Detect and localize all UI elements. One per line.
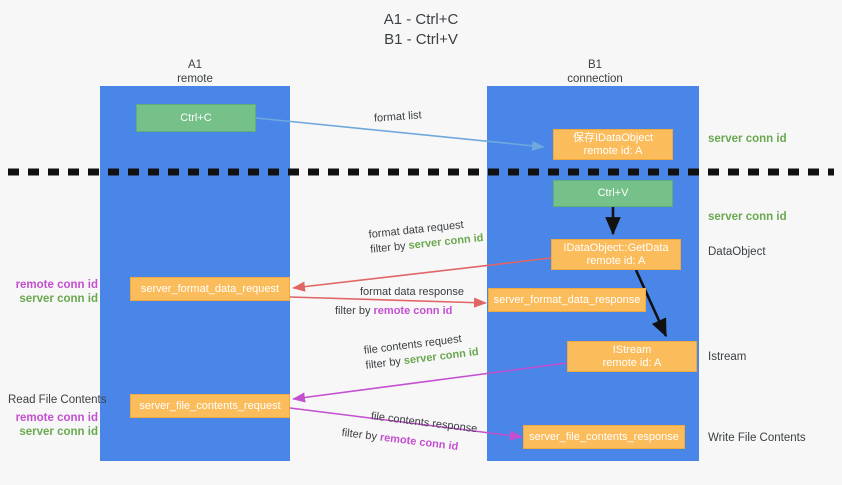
lane-b1-role: connection <box>567 73 623 85</box>
note-server-conn-id-mid: server conn id <box>19 293 98 305</box>
box-save-idataobject-line2: remote id: A <box>583 144 643 157</box>
edge-label-format-data-response-main: format data response <box>360 286 464 298</box>
box-getdata-line1: IDataObject::GetData <box>563 241 669 254</box>
lane-header-a1: A1 remote <box>115 58 275 86</box>
box-ctrl-v[interactable]: Ctrl+V <box>553 180 673 207</box>
box-server-format-data-request[interactable]: server_format_data_request <box>130 277 290 301</box>
title-line-2: B1 - Ctrl+V <box>384 31 458 48</box>
box-save-idataobject-line1: 保存IDataObject <box>572 131 654 144</box>
box-server-format-data-request-label: server_format_data_request <box>140 282 280 295</box>
box-ctrl-v-label: Ctrl+V <box>597 187 629 199</box>
filter-value-remote-conn-id-1: remote conn id <box>373 305 453 317</box>
arrow-file-contents-request <box>292 362 568 403</box>
arrow-getdata-to-istream <box>634 269 668 338</box>
box-server-file-contents-response-label: server_file_contents_response <box>529 430 679 443</box>
box-getdata[interactable]: IDataObject::GetData remote id: A <box>551 239 681 270</box>
note-istream: Istream <box>708 351 747 363</box>
arrow-file-contents-response <box>289 407 523 441</box>
lane-a1-name: A1 <box>187 59 203 71</box>
edge-label-format-data-response-filter: filter by remote conn id <box>335 305 453 317</box>
diagram-title: A1 - Ctrl+C B1 - Ctrl+V <box>0 10 842 50</box>
box-ctrl-c-label: Ctrl+C <box>180 111 212 124</box>
box-istream[interactable]: IStream remote id: A <box>567 341 697 372</box>
note-write-file-contents: Write File Contents <box>708 432 806 444</box>
box-istream-line2: remote id: A <box>602 356 662 369</box>
note-dataobject: DataObject <box>708 246 766 258</box>
arrow-format-list <box>255 117 545 151</box>
note-server-conn-id-top: server conn id <box>708 133 787 145</box>
box-ctrl-c[interactable]: Ctrl+C <box>136 104 256 132</box>
box-server-format-data-response[interactable]: server_format_data_response <box>488 288 646 312</box>
note-remote-conn-id-low: remote conn id <box>15 412 98 424</box>
box-server-format-data-response-label: server_format_data_response <box>493 293 641 306</box>
arrow-format-data-response <box>289 296 487 308</box>
lane-a1-role: remote <box>177 73 213 85</box>
note-server-conn-id-low: server conn id <box>19 426 98 438</box>
note-remote-conn-id-mid: remote conn id <box>15 279 98 291</box>
note-group-conn-id-low: remote conn id server conn id <box>8 411 98 439</box>
arrow-format-data-request <box>292 257 552 292</box>
box-server-file-contents-response[interactable]: server_file_contents_response <box>523 425 685 449</box>
title-line-1: A1 - Ctrl+C <box>383 11 459 28</box>
edge-label-format-data-response: format data response filter by remote co… <box>335 285 464 319</box>
note-read-file-contents: Read File Contents <box>8 394 107 406</box>
box-server-file-contents-request[interactable]: server_file_contents_request <box>130 394 290 418</box>
lane-b1-name: B1 <box>587 59 603 71</box>
note-group-conn-id-mid: remote conn id server conn id <box>8 278 98 306</box>
box-istream-line1: IStream <box>612 343 652 356</box>
lane-header-b1: B1 connection <box>515 58 675 86</box>
box-getdata-line2: remote id: A <box>586 254 646 267</box>
note-server-conn-id-second: server conn id <box>708 211 787 223</box>
box-server-file-contents-request-label: server_file_contents_request <box>139 399 281 412</box>
box-save-idataobject[interactable]: 保存IDataObject remote id: A <box>553 129 673 160</box>
